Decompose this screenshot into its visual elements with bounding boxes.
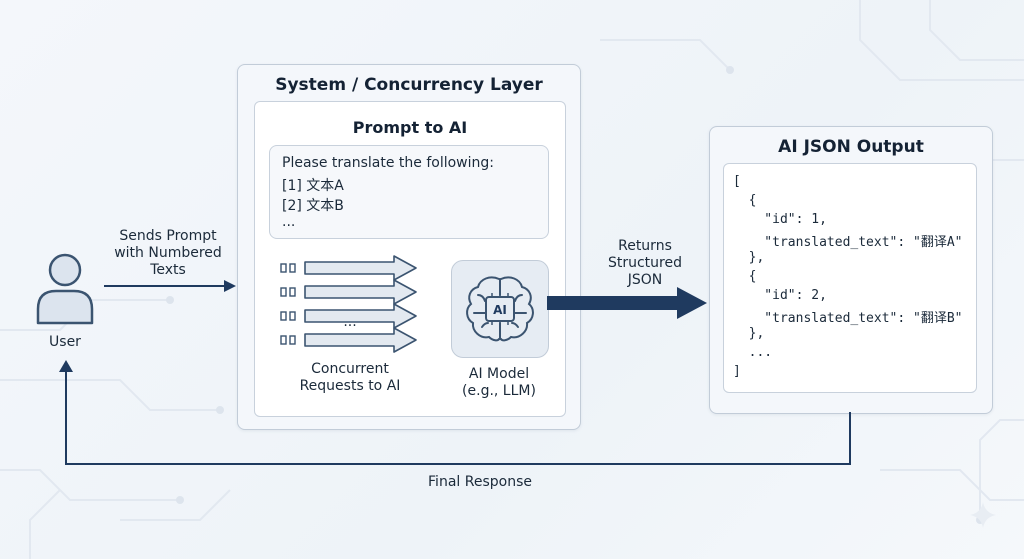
sparkle-icon: [970, 502, 996, 528]
final-response-label: Final Response: [428, 474, 532, 490]
prompt-panel-title: Prompt to AI: [352, 118, 468, 137]
json-line: "id": 2,: [733, 288, 827, 303]
request-text-marker: [280, 311, 287, 321]
json-line: "translated_text": "翻译B": [733, 311, 963, 326]
concurrent-requests-label: Concurrent Requests to AI: [299, 361, 401, 394]
brain-chip-icon: AI: [466, 276, 534, 342]
json-line: {: [733, 193, 757, 208]
prompt-line: ...: [282, 214, 296, 230]
request-arrow: [304, 303, 417, 329]
output-title: AI JSON Output: [778, 137, 924, 157]
request-text-marker: [280, 335, 287, 345]
returns-json-arrow: [547, 287, 707, 319]
concurrent-requests-arrows: [280, 255, 417, 353]
prompt-line: [1] 文本A: [282, 178, 344, 194]
json-line: ...: [733, 345, 773, 360]
json-code-block: [ { "id": 1, "translated_text": "翻译A" },…: [723, 163, 977, 393]
json-line: "translated_text": "翻译A": [733, 235, 963, 250]
request-text-marker: [280, 287, 287, 297]
json-line: },: [733, 326, 765, 341]
requests-ellipsis: ...: [343, 314, 357, 330]
json-line: [: [733, 174, 741, 189]
request-arrow: [304, 255, 417, 281]
prompt-line: [2] 文本B: [282, 198, 344, 214]
sends-prompt-arrow: [104, 280, 236, 292]
request-arrow: [304, 279, 417, 305]
user-icon: [36, 253, 94, 325]
system-layer-title: System / Concurrency Layer: [275, 75, 543, 95]
json-line: "id": 1,: [733, 212, 827, 227]
prompt-line: Please translate the following:: [282, 155, 494, 171]
prompt-text-box: Please translate the following: [1] 文本A …: [269, 145, 549, 239]
ai-model-box: AI: [451, 260, 549, 358]
ai-chip-badge: AI: [493, 303, 507, 317]
sends-prompt-label: Sends Prompt with Numbered Texts: [114, 228, 222, 278]
request-text-marker: [280, 263, 287, 273]
returns-json-label: Returns Structured JSON: [607, 238, 682, 288]
json-line: {: [733, 269, 757, 284]
ai-model-label: AI Model (e.g., LLM): [462, 366, 536, 399]
user-label: User: [49, 334, 81, 350]
json-line: },: [733, 250, 765, 265]
request-arrow: [304, 327, 417, 353]
json-line: ]: [733, 364, 741, 379]
